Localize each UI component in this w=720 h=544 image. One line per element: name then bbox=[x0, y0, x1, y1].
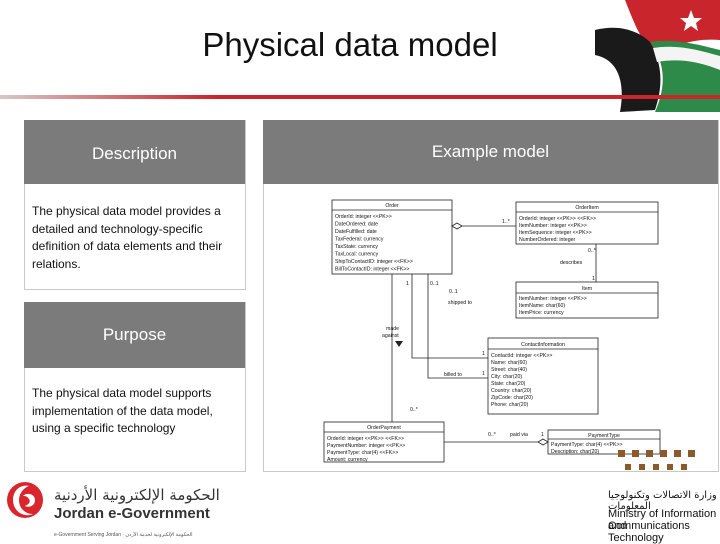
label-ship-mult-b: 0..1 bbox=[430, 281, 439, 287]
label-payment-mult: 0..* bbox=[410, 407, 418, 413]
label-contact-mult-1: 1 bbox=[482, 351, 485, 357]
jordan-egov-english-label: Jordan e-Government bbox=[54, 505, 210, 522]
svg-text:PaymentType: char(4) <<PK>>: PaymentType: char(4) <<PK>> bbox=[551, 442, 623, 448]
contactinformation-title: ContactInformation bbox=[521, 342, 565, 348]
svg-text:NumberOrdered: integer: NumberOrdered: integer bbox=[519, 237, 575, 243]
aggregation-diamond bbox=[451, 222, 463, 230]
label-paid-via-mult-a: 0..* bbox=[488, 432, 496, 438]
mict-logo-dots-icon bbox=[618, 450, 695, 470]
svg-text:ZipCode: char(20): ZipCode: char(20) bbox=[491, 395, 533, 401]
label-paid-via-mult-b: 1 bbox=[541, 432, 544, 438]
order-contact-ship-link bbox=[411, 274, 488, 359]
svg-text:TaxState: currency: TaxState: currency bbox=[335, 244, 378, 250]
paymenttype-entity bbox=[547, 429, 661, 455]
svg-text:ItemNumber: integer <<PK>>: ItemNumber: integer <<PK>> bbox=[519, 296, 587, 302]
item-entity bbox=[515, 281, 659, 319]
svg-text:ItemPrice: currency: ItemPrice: currency bbox=[519, 310, 564, 316]
item-title: Item bbox=[582, 286, 592, 292]
mict-english-label-2: Communications Technology bbox=[608, 520, 690, 544]
svg-text:BillToContactID: integer <<FK>: BillToContactID: integer <<FK>> bbox=[335, 267, 409, 273]
svg-text:ItemSequence: integer <<PK>>: ItemSequence: integer <<PK>> bbox=[519, 230, 592, 236]
label-ship-mult-c: 0..1 bbox=[449, 289, 458, 295]
svg-text:Amount: currency: Amount: currency bbox=[327, 457, 368, 463]
aggregation-diamond-2 bbox=[537, 438, 549, 446]
label-orderitem-item-top: 0..* bbox=[588, 248, 596, 254]
jordan-egovernment-emblem-icon bbox=[7, 482, 43, 518]
contactinformation-entity bbox=[487, 337, 599, 415]
svg-text:Name: char(60): Name: char(60) bbox=[491, 360, 527, 366]
svg-text:State: char(20): State: char(20) bbox=[491, 381, 526, 387]
svg-text:OrderId: integer <<PK>> <<FK>>: OrderId: integer <<PK>> <<FK>> bbox=[327, 436, 404, 442]
svg-text:ItemName: char(60): ItemName: char(60) bbox=[519, 303, 565, 309]
description-header: Description bbox=[24, 120, 245, 184]
uml-diagram: Order OrderId: integer <<PK>> DateOrdere… bbox=[323, 199, 661, 463]
svg-text:OrderId: integer <<PK>>: OrderId: integer <<PK>> bbox=[335, 214, 392, 220]
svg-text:DateOrdered: date: DateOrdered: date bbox=[335, 222, 378, 228]
svg-text:TaxFederal: currency: TaxFederal: currency bbox=[335, 237, 384, 243]
example-header: Example model bbox=[263, 120, 718, 184]
purpose-header: Purpose bbox=[24, 302, 245, 368]
svg-text:ItemNumber: integer <<PK>>: ItemNumber: integer <<PK>> bbox=[519, 223, 587, 229]
made-against-arrow bbox=[395, 341, 403, 347]
order-title: Order bbox=[385, 203, 399, 209]
order-entity bbox=[331, 199, 453, 275]
jordan-flag-image bbox=[595, 0, 720, 112]
svg-text:ShipToContactID: integer <<FK>: ShipToContactID: integer <<FK>> bbox=[335, 259, 413, 265]
jordan-egov-tagline: e-Government Serving Jordan · الحكومة ال… bbox=[54, 532, 193, 538]
label-order-orderitem-mult: 1..* bbox=[502, 219, 510, 225]
orderitem-title: OrderItem bbox=[575, 205, 598, 211]
paymenttype-title: PaymentType bbox=[588, 433, 620, 439]
svg-text:City: char(20): City: char(20) bbox=[491, 374, 522, 380]
label-billed-to: billed to bbox=[444, 372, 462, 378]
orderitem-entity bbox=[515, 201, 659, 245]
svg-text:Country: char(20): Country: char(20) bbox=[491, 388, 532, 394]
slide-title: Physical data model bbox=[202, 26, 498, 63]
orderpayment-title: OrderPayment bbox=[367, 425, 401, 431]
jordan-egov-arabic-label: الحكومة الإلكترونية الأردنية bbox=[54, 486, 220, 504]
svg-text:PaymentNumber: integer <<PK>>: PaymentNumber: integer <<PK>> bbox=[327, 443, 405, 449]
title-underline bbox=[0, 95, 720, 99]
orderpayment-entity bbox=[323, 421, 445, 463]
label-against: against bbox=[382, 333, 399, 339]
purpose-text: The physical data model supports impleme… bbox=[32, 386, 213, 435]
label-contact-mult-2: 1 bbox=[482, 371, 485, 377]
label-shipped-to: shipped to bbox=[448, 300, 472, 306]
mict-arabic-label: وزارة الاتصالات وتكنولوجيا المعلومات bbox=[608, 490, 717, 512]
label-made: made bbox=[386, 326, 399, 332]
label-item-mult: 1 bbox=[592, 276, 595, 282]
svg-text:Description: char(20): Description: char(20) bbox=[551, 449, 599, 455]
label-paid-via: paid via bbox=[510, 432, 528, 438]
svg-text:Phone: char(20): Phone: char(20) bbox=[491, 402, 528, 408]
svg-text:OrderId: integer <<PK>> <<FK>>: OrderId: integer <<PK>> <<FK>> bbox=[519, 216, 596, 222]
description-text: The physical data model provides a detai… bbox=[32, 204, 223, 271]
label-ship-mult-a: 1 bbox=[406, 281, 409, 287]
order-contact-bill-link bbox=[427, 274, 488, 379]
svg-text:Street: char(40): Street: char(40) bbox=[491, 367, 527, 373]
svg-text:ContactId: integer <<PK>>: ContactId: integer <<PK>> bbox=[491, 353, 552, 359]
svg-text:DateFulfilled: date: DateFulfilled: date bbox=[335, 229, 377, 235]
label-describes: describes bbox=[560, 260, 583, 266]
mict-english-label-1: Ministry of Information and bbox=[608, 508, 717, 532]
svg-text:PaymentType: char(4) <<FK>>: PaymentType: char(4) <<FK>> bbox=[327, 450, 398, 456]
svg-text:TaxLocal: currency: TaxLocal: currency bbox=[335, 252, 379, 258]
